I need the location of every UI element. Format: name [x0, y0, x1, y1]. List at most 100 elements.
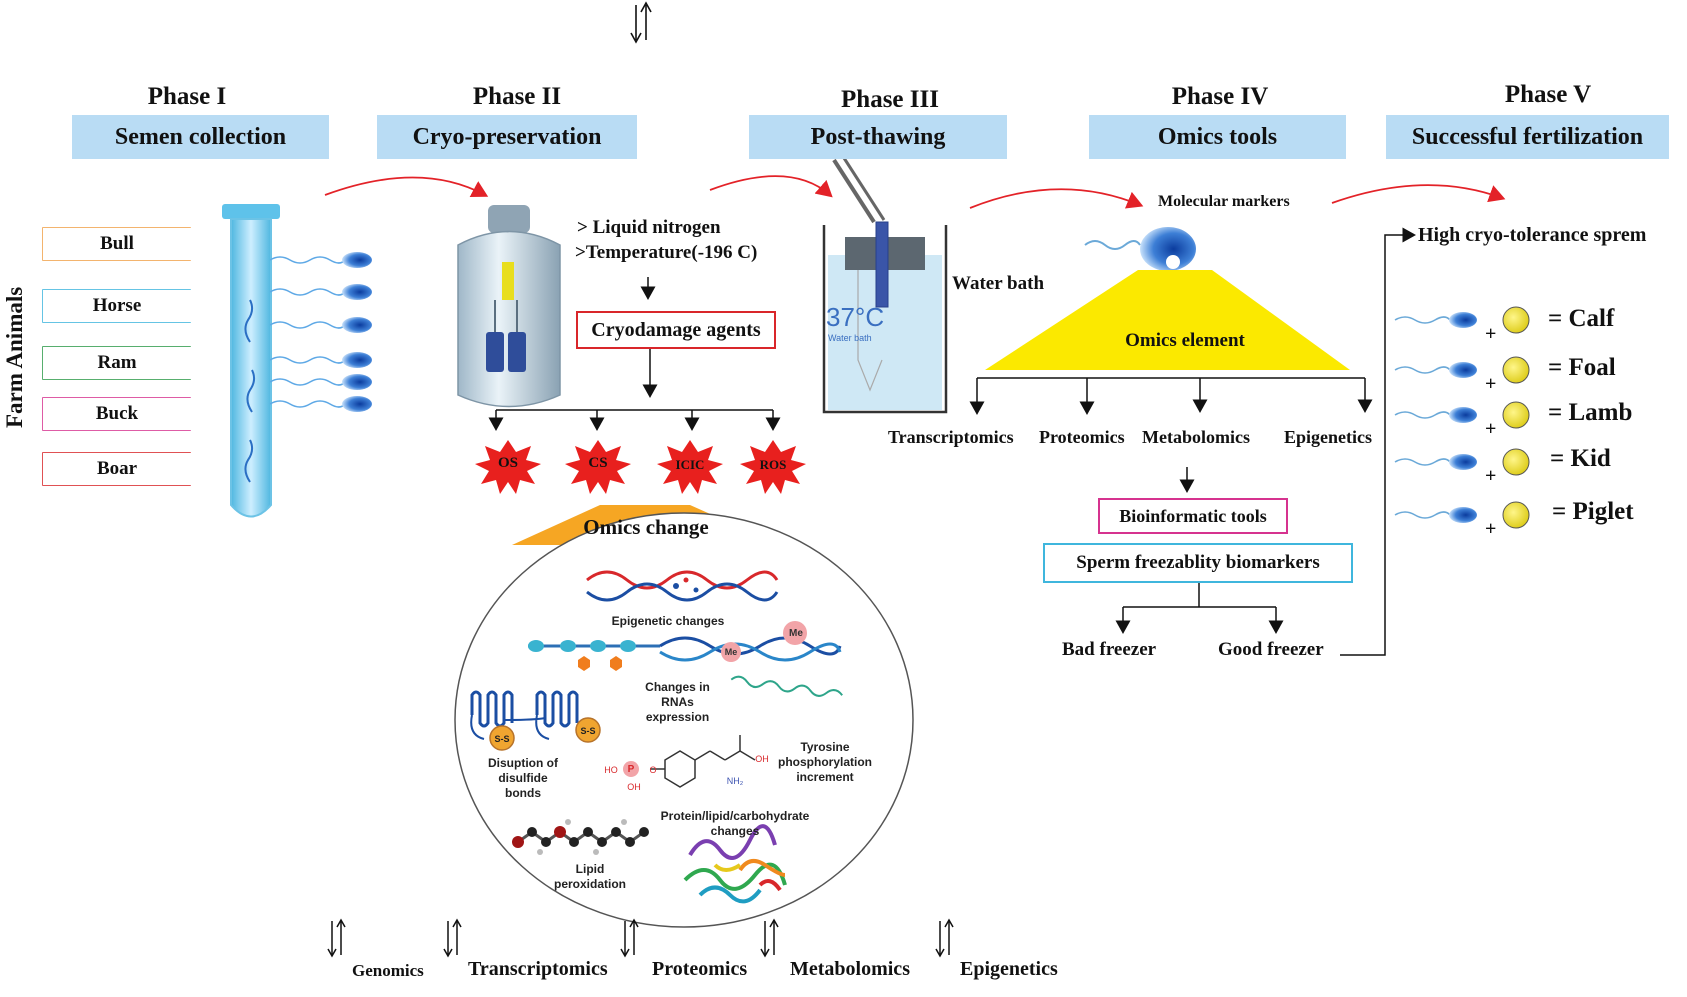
animal-horse: Horse	[43, 290, 191, 322]
branch-metabolomics: Metabolomics	[1142, 427, 1250, 447]
plus-1: +	[1485, 323, 1497, 345]
star-icic-label: ICIC	[675, 457, 705, 472]
ss-label-2: S-S	[580, 726, 596, 736]
animal-bull: Bull	[43, 228, 191, 260]
tyrosine-line-3: increment	[796, 770, 854, 784]
semen-test-tube-icon	[222, 204, 280, 518]
biomarkers-box: Sperm freezablity biomarkers	[1043, 543, 1353, 583]
rna-changes-text: Changes in RNAs expression	[630, 680, 725, 725]
epigenetic-changes-text: Epigenetic changes	[611, 614, 725, 628]
water-bath-temperature: 37°C	[826, 302, 885, 332]
farm-animals-label: Farm Animals	[2, 286, 27, 428]
star-os-label: OS	[497, 455, 518, 471]
phase2-flow-arrows	[488, 277, 781, 431]
lipid-line-1: Lipid	[575, 862, 605, 876]
protein-lipid-text: Protein/lipid/carbohydrate changes	[640, 809, 830, 839]
molecular-markers-label: Molecular markers	[1158, 193, 1290, 210]
offspring-kid: = Kid	[1550, 445, 1611, 472]
offspring-foal: = Foal	[1548, 354, 1616, 381]
disulfide-line-3: bonds	[505, 786, 541, 800]
bottom-epigenetics: Epigenetics	[960, 958, 1058, 980]
bottom-transcriptomics: Transcriptomics	[468, 958, 608, 980]
cryodamage-stars	[475, 440, 806, 494]
disulfide-line-1: Disuption of	[488, 756, 558, 770]
rna-text-line-1: Changes in	[645, 680, 710, 694]
chem-oh-1: OH	[627, 782, 641, 792]
cryodamage-agents-box: Cryodamage agents	[576, 311, 776, 349]
phase-3-title: Phase III	[841, 86, 939, 113]
chem-nh2: NH₂	[726, 776, 744, 786]
phase5-fertilization-icons	[1394, 306, 1530, 529]
phase-4-title: Phase IV	[1171, 83, 1269, 110]
branch-epigenetics: Epigenetics	[1284, 427, 1372, 447]
molecular-marker-sperm-icon	[1084, 227, 1196, 271]
water-bath-label: Water bath	[952, 273, 1045, 294]
phase-5-title: Phase V	[1504, 81, 1592, 108]
protein-line-1: Protein/lipid/carbohydrate	[660, 809, 810, 823]
star-cs-label: CS	[588, 455, 608, 471]
rna-text-line-3: expression	[645, 710, 710, 724]
bottom-proteomics: Proteomics	[652, 958, 748, 980]
animal-ram: Ram	[43, 347, 191, 379]
high-cryo-tolerance-label: High cryo-tolerance sprem	[1418, 224, 1647, 246]
animal-buck: Buck	[43, 398, 191, 430]
omics-change-label: Omics change	[583, 515, 709, 539]
disulfide-line-2: disulfide	[498, 771, 548, 785]
lipid-peroxidation-text: Lipid peroxidation	[540, 862, 640, 892]
phase-4-box: Omics tools	[1089, 115, 1346, 159]
lipid-chain-icon	[512, 819, 649, 855]
bad-freezer-label: Bad freezer	[1062, 639, 1157, 660]
tyrosine-line-1: Tyrosine	[800, 740, 850, 754]
phase4-flow-arrows	[969, 227, 1416, 656]
bioinformatic-tools-box: Bioinformatic tools	[1098, 498, 1288, 534]
liquid-nitrogen-dewar-icon	[457, 205, 561, 408]
chem-phospho: P	[627, 764, 635, 775]
plus-3: +	[1485, 418, 1497, 440]
sperm-group-icon	[269, 252, 372, 412]
plus-5: +	[1485, 518, 1497, 540]
offspring-piglet: = Piglet	[1552, 498, 1634, 525]
tyrosine-line-2: phosphorylation	[778, 755, 872, 769]
chem-oh-2: OH	[755, 754, 769, 764]
good-freezer-label: Good freezer	[1218, 639, 1324, 660]
offspring-lamb: = Lamb	[1548, 399, 1633, 426]
methyl-label-1: Me	[789, 628, 803, 639]
plus-2: +	[1485, 373, 1497, 395]
chem-ho: HO	[604, 765, 618, 775]
star-ros-label: ROS	[759, 457, 787, 472]
water-bath-sublabel: Water bath	[828, 333, 872, 343]
bottom-updown-arrows	[327, 918, 954, 958]
branch-transcriptomics: Transcriptomics	[888, 427, 1014, 447]
animal-boar: Boar	[43, 453, 191, 485]
phase-3-box: Post-thawing	[749, 115, 1007, 159]
lipid-line-2: peroxidation	[553, 877, 626, 891]
rna-text-line-2: RNAs	[661, 695, 694, 709]
phase-5-box: Successful fertilization	[1386, 115, 1669, 159]
water-bath-beaker-icon	[822, 157, 948, 414]
ss-label-1: S-S	[494, 734, 510, 744]
top-updown-arrow-icon	[630, 1, 652, 44]
phase-1-title: Phase I	[147, 83, 227, 110]
chem-o: O	[649, 765, 657, 775]
bottom-genomics: Genomics	[352, 961, 424, 980]
disulfide-text: Disuption of disulfide bonds	[468, 756, 578, 801]
dna-helix-icon	[586, 570, 779, 602]
phase-2-box: Cryo-preservation	[377, 115, 637, 159]
methyl-label-2: Me	[724, 647, 738, 657]
tyrosine-text: Tyrosine phosphorylation increment	[766, 740, 884, 785]
omics-element-triangle	[985, 270, 1350, 370]
phosphotyrosine-structure-icon	[623, 735, 756, 788]
epigenetic-chromatin-icon	[528, 621, 842, 671]
phase-transition-arrows	[324, 175, 1506, 209]
phase-1-box: Semen collection	[72, 115, 329, 159]
branch-proteomics: Proteomics	[1039, 427, 1125, 447]
plus-4: +	[1485, 465, 1497, 487]
offspring-calf: = Calf	[1548, 305, 1615, 332]
liquid-nitrogen-text: > Liquid nitrogen	[577, 217, 721, 238]
bottom-metabolomics: Metabolomics	[790, 958, 910, 980]
phase-2-title: Phase II	[472, 83, 562, 110]
temperature-text: >Temperature(-196 C)	[575, 242, 758, 263]
protein-line-2: changes	[710, 824, 760, 838]
membrane-protein-icon	[470, 690, 601, 751]
